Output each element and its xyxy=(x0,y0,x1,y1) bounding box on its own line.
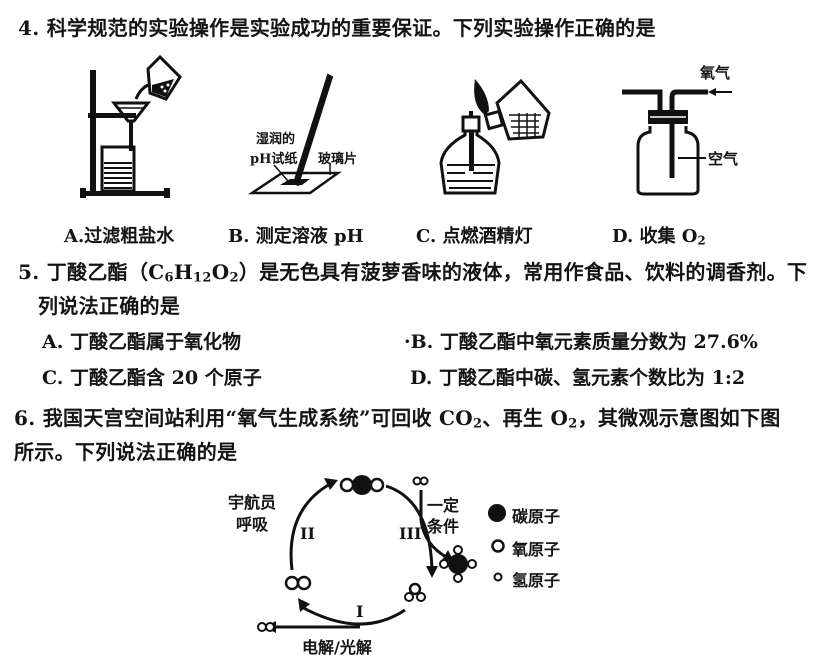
q5-option-b: ·B. 丁酸乙酯中氧元素质量分数为 27.6% xyxy=(404,331,758,353)
q6-stem-part: 、再生 O xyxy=(482,406,569,430)
q6-stem-line2: 所示。下列说法正确的是 xyxy=(14,440,238,464)
h2o-molecule xyxy=(404,582,426,602)
arrow-head-ii xyxy=(324,478,338,490)
q5-option-c: C. 丁酸乙酯含 20 个原子 xyxy=(42,367,262,389)
q5-stem-part: H xyxy=(173,260,194,284)
label-astronaut: 宇航员 xyxy=(228,493,277,512)
q5-stem-sub: 12 xyxy=(193,270,212,286)
label-breathing: 呼吸 xyxy=(236,515,269,534)
q5-stem-part: O xyxy=(211,260,230,284)
figure-a-caption: A.过滤粗盐水 xyxy=(64,226,175,247)
q5-stem-sub: 6 xyxy=(164,270,174,286)
co2-molecule xyxy=(339,475,385,495)
legend-oxygen-icon xyxy=(491,539,505,553)
q6-stem-sub: 2 xyxy=(472,416,483,432)
step-ii-label: II xyxy=(300,524,315,543)
ph-test-figure xyxy=(247,73,342,195)
q6-stem-line1: 6. 我国天宫空间站利用“氧气生成系统”可回收 CO2、再生 O2，其微观示意图… xyxy=(14,402,781,432)
legend-carbon-label: 碳原子 xyxy=(512,507,561,526)
legend-hydrogen-icon xyxy=(493,572,503,582)
legend-oxygen-label: 氧原子 xyxy=(512,540,561,559)
label-ph-paper: pH试纸 xyxy=(250,152,298,167)
label-air: 空气 xyxy=(708,150,739,168)
label-oxygen: 氧气 xyxy=(700,64,731,82)
q5-stem-sub: 2 xyxy=(229,270,239,286)
q5-stem-line1: 5. 丁酸乙酯（C6H12O2）是无色具有菠萝香味的液体，常用作食品、饮料的调香… xyxy=(18,256,807,286)
q5-stem-line2: 列说法正确的是 xyxy=(38,294,181,318)
step-i-label: I xyxy=(356,602,364,621)
q5-stem-part: 5. 丁酸乙酯（C xyxy=(18,260,165,284)
q6-stem-part: ，其微观示意图如下图 xyxy=(577,406,781,430)
filtration-apparatus-figure xyxy=(80,54,182,198)
o2-molecule xyxy=(284,575,312,591)
q5-option-d: D. 丁酸乙酯中碳、氢元素个数比为 1:2 xyxy=(410,367,746,389)
arrow-head-i xyxy=(298,598,310,612)
legend-carbon-icon xyxy=(488,504,506,522)
q5-stem-part: ）是无色具有菠萝香味的液体，常用作食品、饮料的调香剂。下 xyxy=(238,260,808,284)
label-electrolysis: 电解/光解 xyxy=(302,638,372,657)
q6-stem-part: 6. 我国天宫空间站利用“氧气生成系统”可回收 CO xyxy=(14,406,473,430)
figure-d-caption: D. 收集 O2 xyxy=(612,222,706,248)
label-condition-1: 一定 xyxy=(427,496,460,515)
figure-d-caption-text: D. 收集 O xyxy=(612,226,698,247)
gas-bottle-figure xyxy=(622,88,732,196)
q5-option-a: A. 丁酸乙酯属于氧化物 xyxy=(42,331,241,353)
q6-stem-sub: 2 xyxy=(568,416,578,432)
figure-c-caption: C. 点燃酒精灯 xyxy=(416,226,533,247)
h2-molecule-bottom xyxy=(257,622,275,632)
figure-b-caption: B. 测定溶液 pH xyxy=(228,226,364,247)
label-wet: 湿润的 xyxy=(256,132,296,147)
legend-hydrogen-label: 氢原子 xyxy=(512,571,561,590)
step-iii-label: III xyxy=(399,524,422,543)
alcohol-lamp-figure xyxy=(439,78,551,195)
label-condition-2: 条件 xyxy=(427,517,460,536)
h2-molecule-top xyxy=(412,476,429,486)
label-glass-plate: 玻璃片 xyxy=(318,152,358,167)
ch4-molecule xyxy=(439,545,477,583)
arrow-head-iii xyxy=(426,566,438,578)
q4-stem: 4. 科学规范的实验操作是实验成功的重要保证。下列实验操作正确的是 xyxy=(18,16,656,40)
figure-d-caption-sub: 2 xyxy=(697,233,706,248)
